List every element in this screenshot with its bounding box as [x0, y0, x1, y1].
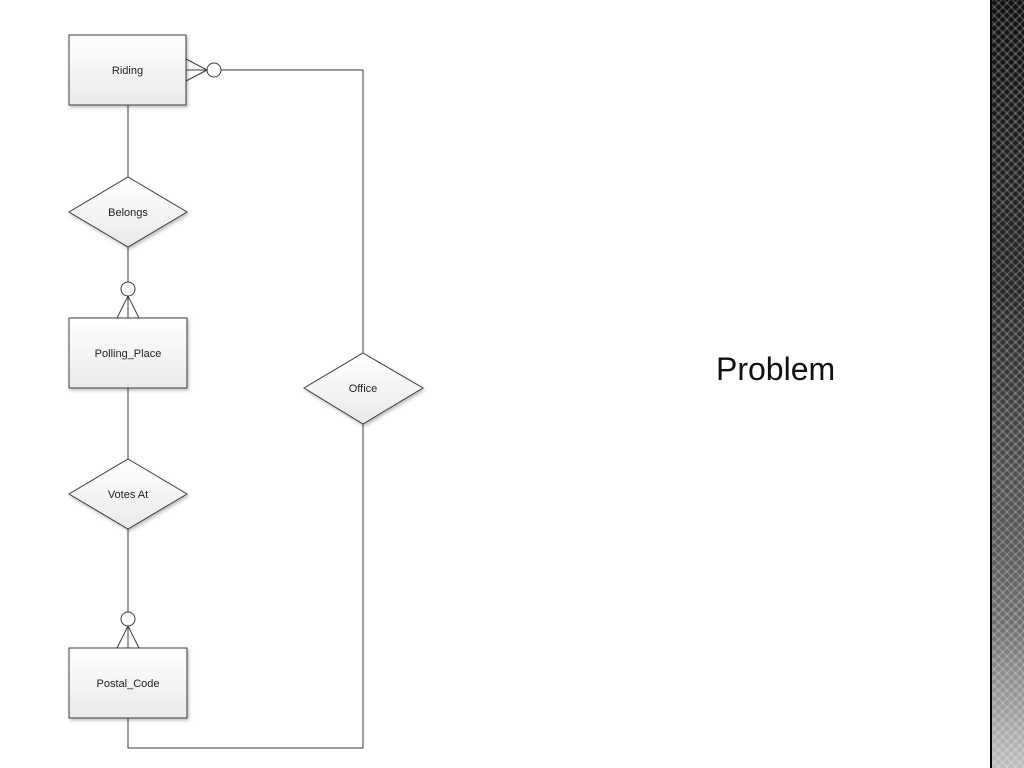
- side-band-edge: [990, 0, 992, 768]
- entity-polling-place-label: Polling_Place: [95, 348, 162, 360]
- relationship-votes-at[interactable]: Votes At: [68, 458, 188, 530]
- slide-title: Problem: [716, 351, 836, 387]
- relationship-office[interactable]: Office: [303, 352, 424, 425]
- entity-polling-place[interactable]: Polling_Place: [68, 317, 188, 389]
- relationship-votes-at-label: Votes At: [108, 489, 148, 501]
- line-postal-code-office: [127, 424, 364, 749]
- decorative-side-band: [990, 0, 1024, 768]
- connector-lines: [127, 69, 364, 749]
- entity-riding-label: Riding: [112, 65, 143, 77]
- entity-riding[interactable]: Riding: [68, 34, 187, 106]
- relationship-office-label: Office: [349, 383, 378, 395]
- relationship-belongs-label: Belongs: [108, 207, 148, 219]
- entity-postal-code[interactable]: Postal_Code: [68, 647, 188, 719]
- crows-foot-riding: [185, 58, 222, 82]
- entity-postal-code-label: Postal_Code: [97, 678, 160, 690]
- crows-foot-postal-code: [116, 611, 140, 649]
- line-office-riding: [186, 69, 364, 353]
- crows-foot-polling-place: [116, 281, 140, 319]
- relationship-belongs[interactable]: Belongs: [68, 176, 188, 248]
- er-diagram: Riding Belongs Polling_Place Votes At Po…: [68, 34, 424, 749]
